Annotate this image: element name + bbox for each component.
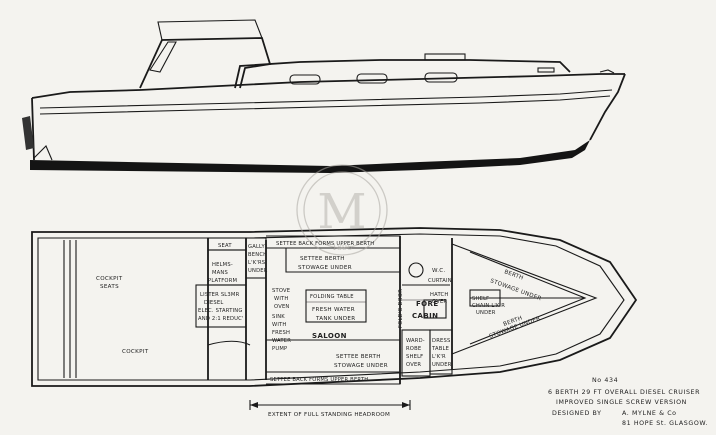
label-settee-bottom-2: STOWAGE UNDER [334,363,388,369]
shelf-box [469,289,501,307]
label-helms-2: MANS [212,270,228,276]
title-line-1: 6 BERTH 29 FT OVERALL DIESEL CRUISER [548,389,700,396]
rubbing-strake [39,89,613,109]
cockpit-curve [207,340,251,346]
fore-hatch-plan [423,299,447,319]
label-lister-2: DIESEL [204,300,223,306]
fore-hatch [424,53,466,61]
label-sink-4: WATER [272,338,291,344]
designed-by: DESIGNED BY [552,410,602,417]
label-sink-1: SINK [272,314,285,320]
designer-name: A. MYLNE & Co [622,410,677,417]
label-shelf-2: CHAIN L'K'R [472,303,505,309]
skeg [33,145,53,161]
vee-berths [451,243,598,355]
label-lister-1: LISTER SL3MR [200,292,240,298]
porthole-3 [424,72,458,83]
porthole-2 [356,73,388,84]
samson-post [537,67,555,73]
watermark-ring-inner [303,171,381,249]
label-berth-top-1: BERTH [503,269,524,281]
watermark-ring [296,164,388,256]
label-cockpit-seats-1: COCKPIT [96,276,123,282]
transom [31,97,35,161]
label-seat: SEAT [218,243,232,249]
sheer-line [31,73,625,99]
label-hatch-2: OVER [432,299,447,305]
stem [589,73,626,141]
drawing-number: No 434 [592,377,618,384]
label-shelf-1: SHELF [472,296,489,302]
label-dress-3: L'K'R [432,354,446,360]
coachroof [234,59,571,89]
label-helms-3: PLATFORM [208,278,237,284]
label-fold-door: FOLD'G DOOR [398,289,404,328]
label-stove-3: OVEN [274,304,290,310]
label-lister-4: AND 2:1 REDUC' [198,316,244,322]
hull-inner-outline [37,233,625,381]
label-folding-table: FOLDING TABLE [310,294,354,300]
label-fresh-water-1: FRESH WATER [312,307,355,313]
plan-view [31,227,638,410]
label-dress-1: DRESS [432,338,450,344]
label-galley-1: GALLY [248,244,265,250]
wc-bowl [408,262,424,278]
label-cockpit-seats-2: SEATS [100,284,119,290]
label-saloon: SALOON [312,332,347,340]
label-stove-2: WITH [274,296,289,302]
label-lister-3: ELEC. STARTING [198,308,243,314]
porthole-1 [289,74,321,85]
label-wardrobe-3: SHELF [406,354,423,360]
wheelhouse-roof [157,19,263,41]
side-elevation [22,19,626,173]
watermark-seal [296,164,388,256]
label-settee-berth-2: STOWAGE UNDER [298,265,352,271]
label-wardrobe-1: WARD- [406,338,425,344]
label-dress-2: TABLE [431,346,449,352]
fairlead [599,69,615,74]
label-hatch-1: HATCH [430,292,448,298]
label-settee-bottom-1: SETTEE BERTH [336,354,381,360]
label-helms-1: HELMS- [212,262,233,268]
transom-lines [63,240,77,378]
label-settee-berth-1: SETTEE BERTH [300,256,345,262]
label-curtain: CURTAIN [428,278,452,284]
label-lockers-1: L'K'RS [248,260,265,266]
wheelhouse [139,37,272,89]
wardrobe [401,329,431,377]
hull-boot-top [30,140,590,173]
folding-table [305,289,367,323]
label-stove-1: STOVE [272,288,290,294]
watermark-letter: M [317,184,366,240]
label-lockers-2: UNDER [248,268,268,274]
label-wardrobe-2: ROBE [406,346,421,352]
label-headroom: EXTENT OF FULL STANDING HEADROOM [268,412,390,418]
label-settee-back-bottom: SETTEE BACK FORMS UPPER BERTH [270,377,368,383]
designer-address: 81 HOPE St. GLASGOW. [622,420,708,427]
label-sink-3: FRESH [272,330,290,336]
label-sink-5: PUMP [272,346,287,352]
windscreen [149,41,177,73]
label-sink-2: WITH [272,322,287,328]
galley-bench [245,237,267,279]
label-wardrobe-4: OVER [406,362,421,368]
hull-outline [31,227,638,387]
label-shelf-3: UNDER [476,310,496,316]
rubbing-strake-2 [39,95,611,115]
label-fore-cabin-1: FORE [416,300,439,308]
watermark-year: 1896 [332,243,352,252]
rudder [22,116,34,150]
title-line-2: IMPROVED SINGLE SCREW VERSION [556,399,687,406]
label-cockpit: COCKPIT [122,349,149,355]
label-settee-top: SETTEE BACK FORMS UPPER BERTH [276,241,374,247]
label-galley-2: BENCH [248,252,267,258]
label-wc: W.C. [432,268,446,274]
title-block: No 434 6 BERTH 29 FT OVERALL DIESEL CRUI… [548,377,708,427]
label-fore-cabin-2: CABIN [412,312,438,320]
label-fresh-water-2: TANK UNDER [315,316,355,322]
label-dress-4: UNDER [432,362,452,368]
plan-text: COCKPIT SEATS COCKPIT SEAT GALLY BENCH L… [96,241,542,418]
